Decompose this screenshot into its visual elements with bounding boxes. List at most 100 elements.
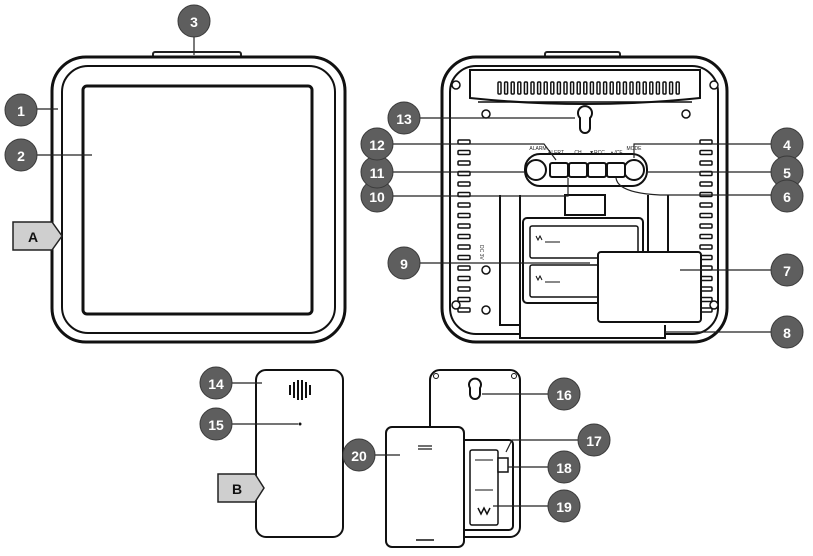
sensor-front (255, 369, 344, 538)
wall-hang-hole (577, 105, 593, 134)
svg-text:14: 14 (208, 376, 224, 392)
vent-slot (457, 296, 471, 303)
vent-slot (457, 223, 471, 229)
callout-9: 9 (387, 246, 421, 280)
vent-slot (457, 244, 471, 250)
vent-slot (497, 81, 502, 95)
vent-slot (583, 81, 588, 95)
svg-text:15: 15 (208, 417, 224, 433)
svg-text:A: A (28, 229, 38, 245)
vent-slot (596, 81, 601, 95)
vent-slot (602, 81, 608, 95)
svg-text:5: 5 (783, 165, 791, 181)
sensor-back (385, 369, 521, 548)
vent-slot (642, 81, 647, 95)
vent-slot (629, 81, 634, 95)
front-view (50, 51, 347, 344)
rcc-button[interactable] (587, 162, 607, 178)
vent-slot (457, 149, 471, 156)
callout-20: 20 (342, 438, 376, 472)
callout-14: 14 (199, 366, 233, 400)
vent-slot (556, 81, 562, 95)
sensor-housing (255, 369, 344, 538)
channel-switch (497, 457, 509, 473)
vent-slot (589, 81, 595, 95)
vent-slot (668, 81, 674, 95)
svg-text:18: 18 (556, 460, 572, 476)
callout-7: 7 (770, 253, 804, 287)
alarm-button[interactable] (525, 159, 547, 181)
vent-slot (457, 160, 471, 166)
vent-slot (675, 81, 680, 95)
vent-slot (576, 81, 581, 95)
callout-18: 18 (547, 450, 581, 484)
sensor-led (298, 422, 302, 426)
vent-slot (523, 81, 529, 95)
dc-jack (481, 265, 491, 275)
view-tag-a: A (12, 221, 63, 251)
sensor-vent (289, 380, 311, 400)
battery-cover (597, 251, 702, 323)
svg-text:13: 13 (396, 111, 412, 127)
svg-text:11: 11 (370, 165, 385, 181)
vent-slot (569, 81, 575, 95)
svg-text:6: 6 (783, 189, 791, 205)
vent-slot (510, 81, 515, 95)
vent-slot (457, 275, 471, 282)
mode-button[interactable] (623, 159, 645, 181)
callout-3: 3 (177, 4, 211, 38)
alarm-label: ALARM (529, 146, 546, 152)
vent-slot (530, 81, 535, 95)
callout-17: 17 (577, 423, 611, 457)
back-view: ALARM ALERT CH ▼RCC ▲/CF MODE DC 3V (440, 51, 729, 344)
lcd-display (81, 84, 314, 316)
callout-10: 10 (360, 179, 394, 213)
vent-slot (655, 81, 661, 95)
vent-slot (649, 81, 654, 95)
vent-slot (517, 81, 522, 95)
vent-slot (503, 81, 509, 95)
callout-12: 12 (360, 127, 394, 161)
vent-slot (699, 212, 713, 219)
vent-slot (536, 81, 542, 95)
vent-slot (699, 160, 713, 166)
cf-button[interactable] (606, 162, 626, 178)
svg-text:7: 7 (783, 263, 791, 279)
alert-label: ALERT (548, 150, 564, 156)
svg-text:19: 19 (556, 499, 572, 515)
callout-4: 4 (770, 127, 804, 161)
vent-slot (699, 202, 713, 208)
rcc-label: ▼RCC (589, 150, 605, 156)
vent-slot (616, 81, 621, 95)
svg-text:12: 12 (369, 137, 385, 153)
vent-slot (543, 81, 548, 95)
vent-slot (457, 181, 471, 187)
callout-13: 13 (387, 101, 421, 135)
vent-slot (699, 181, 713, 187)
vent-slot (457, 233, 471, 240)
callout-6: 6 (770, 179, 804, 213)
svg-text:9: 9 (400, 256, 408, 272)
vent-slot (457, 202, 471, 208)
callout-19: 19 (547, 489, 581, 523)
view-tag-b: B (217, 473, 265, 503)
svg-text:17: 17 (586, 433, 602, 449)
callout-15: 15 (199, 407, 233, 441)
callout-2: 2 (4, 138, 38, 172)
vent-slot (699, 223, 713, 229)
vent-slot (699, 233, 713, 240)
cf-label: ▲/CF (609, 150, 622, 156)
svg-text:8: 8 (783, 325, 791, 341)
vent-slot (563, 81, 568, 95)
vent-slot (457, 212, 471, 219)
alert-button[interactable] (549, 162, 569, 178)
vent-slot (550, 81, 555, 95)
leader-lines (36, 37, 771, 507)
vent-slot (457, 254, 471, 261)
vent-slot (457, 265, 471, 271)
vent-slot (622, 81, 628, 95)
ch-button[interactable] (568, 162, 588, 178)
svg-text:10: 10 (369, 189, 385, 205)
svg-text:3: 3 (190, 14, 198, 30)
callout-8: 8 (770, 315, 804, 349)
